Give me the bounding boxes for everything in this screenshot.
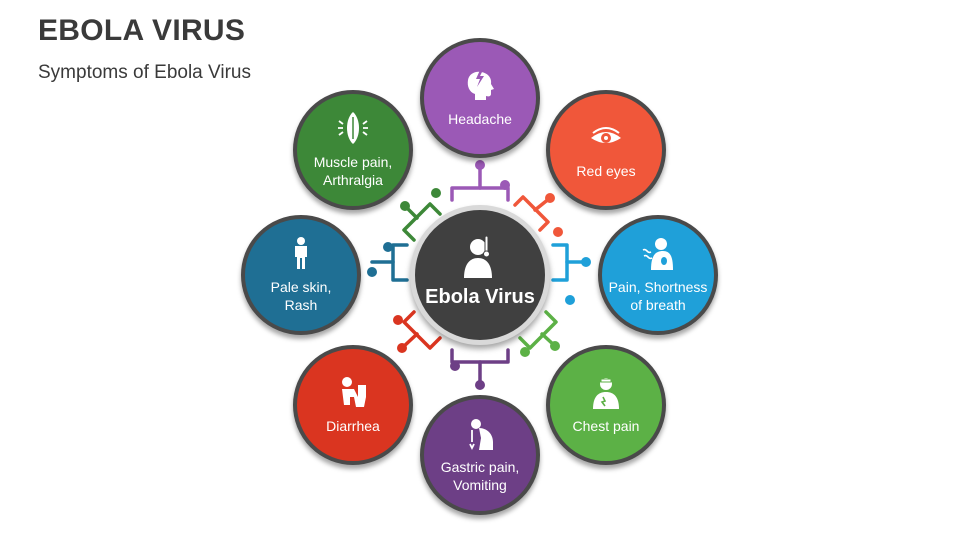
symptom-chest-pain: Chest pain bbox=[546, 345, 666, 465]
symptom-label: Diarrhea bbox=[326, 418, 380, 434]
headache-icon bbox=[467, 70, 494, 100]
person-icon bbox=[295, 237, 307, 269]
symptom-label: Headache bbox=[448, 111, 512, 127]
symptom-label: Pale skin, Rash bbox=[270, 279, 332, 313]
symptom-gastric-pain: Gastric pain, Vomiting bbox=[420, 395, 540, 515]
vomiting-icon bbox=[469, 419, 493, 450]
eye-icon bbox=[591, 127, 621, 143]
symptom-pale-skin: Pale skin, Rash bbox=[241, 215, 361, 335]
breath-icon bbox=[642, 238, 673, 270]
symptom-label: Chest pain bbox=[572, 418, 640, 434]
center-label: Ebola Virus bbox=[425, 285, 535, 308]
muscle-icon bbox=[338, 112, 368, 144]
page-title: EBOLA VIRUS bbox=[38, 14, 246, 47]
page-subtitle: Symptoms of Ebola Virus bbox=[38, 62, 251, 83]
symptom-red-eyes: Red eyes bbox=[546, 90, 666, 210]
chest-pain-icon bbox=[593, 378, 619, 409]
symptom-diarrhea: Diarrhea bbox=[293, 345, 413, 465]
diarrhea-icon bbox=[342, 377, 366, 407]
symptom-label: Muscle pain, Arthralgia bbox=[313, 154, 393, 188]
symptom-label: Red eyes bbox=[576, 163, 636, 179]
sick-person-icon bbox=[464, 235, 492, 278]
symptom-muscle-pain: Muscle pain, Arthralgia bbox=[293, 90, 413, 210]
symptom-label: Pain, Shortness of breath bbox=[608, 279, 708, 313]
center-node: Ebola Virus bbox=[410, 205, 550, 345]
symptom-label: Gastric pain, Vomiting bbox=[440, 459, 520, 493]
symptom-shortness-of-breath: Pain, Shortness of breath bbox=[598, 215, 718, 335]
symptom-headache: Headache bbox=[420, 38, 540, 158]
